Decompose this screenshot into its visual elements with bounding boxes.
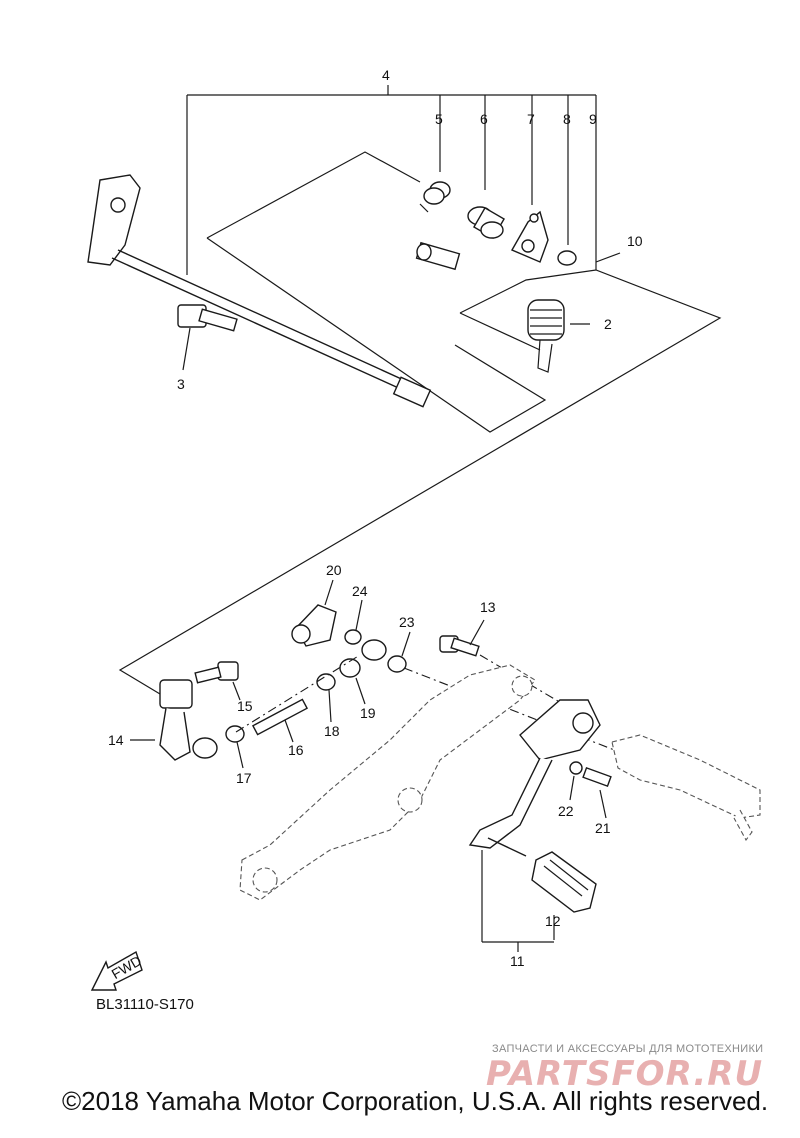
nut-part-17 <box>225 725 245 769</box>
watermark-tagline: ЗАПЧАСТИ И АКСЕССУАРЫ ДЛЯ МОТОТЕХНИКИ <box>492 1043 764 1055</box>
fwd-arrow-icon: FWD <box>90 950 144 991</box>
copyright-notice: ©2018 Yamaha Motor Corporation, U.S.A. A… <box>62 1086 769 1116</box>
joint-part-14 <box>130 679 218 761</box>
spring-part-5 <box>419 181 451 213</box>
callout-22: 22 <box>558 803 574 819</box>
washer-part-24 <box>344 599 363 645</box>
callout-2: 2 <box>604 316 612 332</box>
callout-14: 14 <box>108 732 124 748</box>
collar-part-23 <box>387 631 411 673</box>
shift-shaft-part <box>87 174 432 408</box>
bolt-part-3 <box>177 304 238 371</box>
callout-numbers: 4 5 6 7 8 9 10 2 3 20 24 13 23 15 19 18 … <box>108 67 643 969</box>
shaft-box-outline <box>118 151 722 701</box>
callout-6: 6 <box>480 111 488 127</box>
pin-part-near-9 <box>415 241 461 271</box>
callout-16: 16 <box>288 742 304 758</box>
bracket-11 <box>481 850 554 952</box>
reference-code: BL31110-S170 <box>96 996 194 1013</box>
callout-12: 12 <box>545 913 561 929</box>
plate-part-7 <box>511 210 549 263</box>
collar-part-6 <box>467 206 505 239</box>
callout-24: 24 <box>352 583 368 599</box>
bracket-4 <box>186 85 597 275</box>
callout-13: 13 <box>480 599 496 615</box>
callout-11: 11 <box>510 953 525 969</box>
bolt-part-15 <box>194 661 241 701</box>
frame-bracket-ghost <box>239 664 536 901</box>
footpeg-ghost <box>611 734 761 842</box>
callout-15: 15 <box>237 698 253 714</box>
bottom-strip <box>0 1122 800 1138</box>
callout-21: 21 <box>595 820 611 836</box>
assembly-dash-lines <box>235 654 641 761</box>
foot-rubber-part-12 <box>531 851 597 940</box>
callout-18: 18 <box>324 723 340 739</box>
nut-part-18 <box>316 673 336 723</box>
watermark-logo: PARTSFOR.RU <box>486 1054 764 1094</box>
leader-10 <box>595 252 621 263</box>
callout-19: 19 <box>360 705 376 721</box>
joint-part-19 <box>339 639 387 705</box>
callout-8: 8 <box>563 111 571 127</box>
callout-23: 23 <box>399 614 415 630</box>
callout-20: 20 <box>326 562 342 578</box>
spring-part-2 <box>527 299 590 373</box>
callout-3: 3 <box>177 376 185 392</box>
callout-5: 5 <box>435 111 443 127</box>
washer-part-8 <box>557 250 577 266</box>
washer-part-22 <box>569 761 583 801</box>
callout-4: 4 <box>382 67 390 83</box>
rod-part-16 <box>251 698 309 743</box>
callout-17: 17 <box>236 770 252 786</box>
bolt-part-21 <box>582 766 612 819</box>
shift-pedal-part <box>468 699 601 857</box>
joint-part-20 <box>291 579 337 647</box>
callout-9: 9 <box>589 111 597 127</box>
bolt-part-13 <box>439 619 485 657</box>
callout-10: 10 <box>627 233 643 249</box>
callout-7: 7 <box>527 111 535 127</box>
